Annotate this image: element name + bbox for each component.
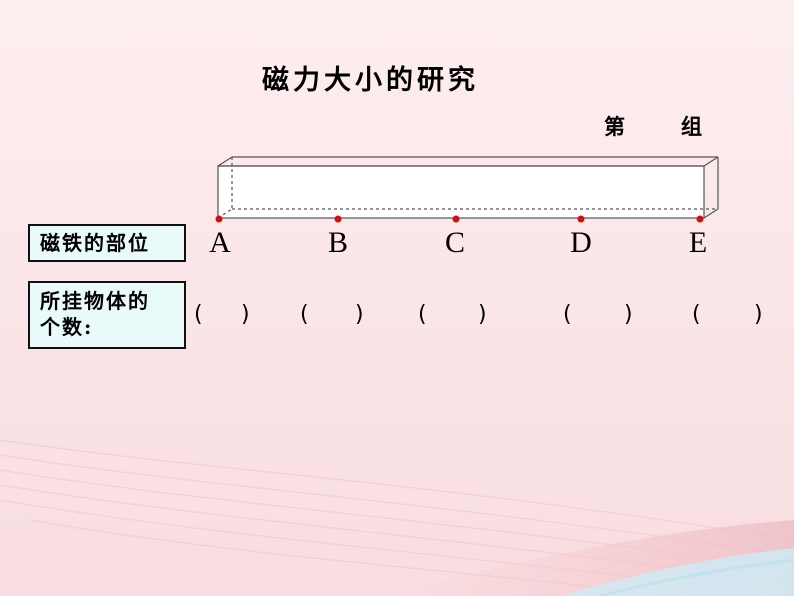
group-label-suffix: 组 (681, 114, 702, 139)
magnet-position-text: 磁铁的部位 (40, 231, 150, 255)
answer-blank-e-close: ) (754, 302, 763, 327)
point-label-c: C (444, 226, 466, 259)
bar-magnet-diagram (217, 156, 719, 219)
point-dot-c (452, 215, 460, 223)
point-label-d: D (570, 226, 592, 259)
answer-blank-c-close: ) (478, 302, 487, 327)
decorative-blue-wave (560, 548, 794, 596)
point-label-e: E (688, 226, 708, 259)
answer-blank-a-close: ) (241, 302, 250, 327)
answer-blank-d-open: ( (563, 302, 572, 327)
point-dot-d (577, 215, 585, 223)
point-label-a: A (209, 226, 231, 259)
object-count-line2: 个数: (40, 315, 94, 339)
answer-blank-b-close: ) (355, 302, 364, 327)
answer-blank-c-open: ( (418, 302, 427, 327)
answer-blank-a-open: ( (194, 302, 203, 327)
group-label-prefix: 第 (604, 114, 625, 139)
point-dot-e (696, 215, 704, 223)
object-count-label: 所挂物体的 个数: (28, 281, 186, 349)
magnet-position-label: 磁铁的部位 (28, 224, 186, 262)
answer-blank-d-close: ) (624, 302, 633, 327)
point-dot-a (215, 215, 223, 223)
page-title: 磁力大小的研究 (262, 65, 479, 96)
point-label-b: B (327, 226, 349, 259)
point-dot-b (334, 215, 342, 223)
answer-blank-e-open: ( (692, 302, 701, 327)
object-count-line1: 所挂物体的 (40, 289, 150, 313)
answer-blank-b-open: ( (300, 302, 309, 327)
